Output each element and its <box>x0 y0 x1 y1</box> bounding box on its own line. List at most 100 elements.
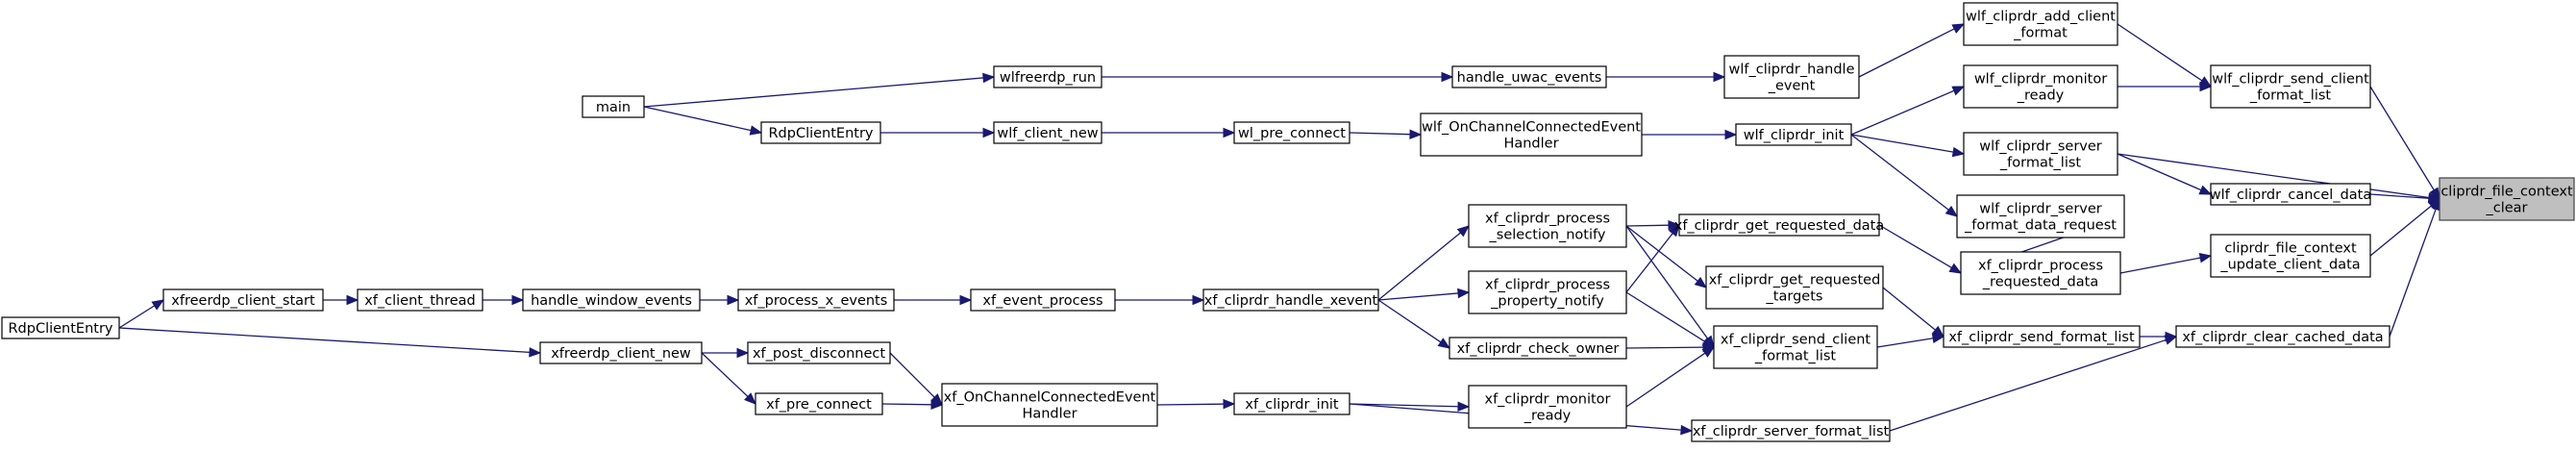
node-label: _property_notify <box>1490 294 1604 310</box>
node-wlfreerdp-run[interactable]: wlfreerdp_run <box>993 65 1102 88</box>
node-box[interactable] <box>1468 270 1627 314</box>
edge-arrowhead <box>982 127 996 138</box>
node-label: wlf_cliprdr_monitor <box>1974 72 2107 88</box>
node-xfreerdp-client-new[interactable]: xfreerdp_client_new <box>539 341 703 364</box>
node-box[interactable] <box>162 288 324 312</box>
node-box[interactable] <box>2210 183 2371 206</box>
node-xf-client-thread[interactable]: xf_client_thread <box>357 288 483 312</box>
node-rdp-entry-xf[interactable]: RdpClientEntry <box>1 316 120 339</box>
node-box[interactable] <box>1705 265 1884 310</box>
node-xf-sel-notify[interactable]: xf_cliprdr_process_selection_notify <box>1468 204 1627 248</box>
node-box[interactable] <box>1233 392 1350 415</box>
node-xf-server-fmt[interactable]: xf_cliprdr_server_format_list <box>1691 419 1891 442</box>
node-box[interactable] <box>2210 64 2371 109</box>
node-xf-send-client-fmt[interactable]: xf_cliprdr_send_client_format_list <box>1713 325 1878 369</box>
edge-xf_sel_notify-to-xf_get_req <box>1625 219 1681 231</box>
node-xf-clear-cached[interactable]: xf_cliprdr_clear_cached_data <box>2175 325 2390 348</box>
node-box[interactable] <box>2175 325 2390 348</box>
node-xf-handle-xevent[interactable]: xf_cliprdr_handle_xevent <box>1202 288 1379 312</box>
node-box[interactable] <box>760 121 881 144</box>
node-wlf-client-new[interactable]: wlf_client_new <box>993 121 1102 144</box>
node-box[interactable] <box>1943 325 2141 348</box>
node-box[interactable] <box>1963 2 2118 46</box>
node-box[interactable] <box>941 383 1158 427</box>
node-box[interactable] <box>1233 121 1350 144</box>
node-xf-pre-connect[interactable]: xf_pre_connect <box>755 392 883 415</box>
node-box[interactable] <box>1735 123 1852 146</box>
node-box[interactable] <box>2439 177 2575 221</box>
node-xf-prop-notify[interactable]: xf_cliprdr_process_property_notify <box>1468 270 1627 314</box>
node-box[interactable] <box>582 95 645 118</box>
edge-arrowhead <box>1223 127 1236 138</box>
node-box[interactable] <box>1449 337 1627 360</box>
node-xf-process-x[interactable]: xf_process_x_events <box>737 288 895 312</box>
node-box[interactable] <box>1963 64 2118 109</box>
node-box[interactable] <box>993 65 1102 88</box>
edge-arrowhead <box>736 347 750 359</box>
edge-arrowhead <box>151 299 165 311</box>
node-handle-uwac[interactable]: handle_uwac_events <box>1451 65 1607 88</box>
node-box[interactable] <box>1420 113 1643 157</box>
node-box[interactable] <box>1723 55 1860 99</box>
node-xf-get-req[interactable]: xf_cliprdr_get_requested_data <box>1674 213 1885 237</box>
node-xf-monitor-ready[interactable]: xf_cliprdr_monitor_ready <box>1468 385 1627 429</box>
node-wl-pre-connect[interactable]: wl_pre_connect <box>1233 121 1350 144</box>
node-box[interactable] <box>357 288 483 312</box>
node-root[interactable]: cliprdr_file_context_clear <box>2439 177 2575 221</box>
node-rdp-entry-wl[interactable]: RdpClientEntry <box>760 121 881 144</box>
node-label: _requested_data <box>1982 275 2098 290</box>
node-box[interactable] <box>1678 213 1880 237</box>
node-label: xf_cliprdr_clear_cached_data <box>2182 330 2383 345</box>
node-box[interactable] <box>1468 204 1627 248</box>
node-wlf-server-fmt[interactable]: wlf_cliprdr_server_format_list <box>1963 132 2118 176</box>
node-wlf-send-client-fmt[interactable]: wlf_cliprdr_send_client_format_list <box>2210 64 2371 109</box>
edge-arrowhead <box>1951 86 1966 96</box>
node-xf-send-fmt[interactable]: xf_cliprdr_send_format_list <box>1943 325 2141 348</box>
edge-xf_monitor_ready-to-xf_send_client_fmt <box>1625 346 1716 408</box>
node-box[interactable] <box>1 316 120 339</box>
node-wlf-init[interactable]: wlf_cliprdr_init <box>1735 123 1852 146</box>
node-box[interactable] <box>522 288 701 312</box>
node-xf-process-req[interactable]: xf_cliprdr_process_requested_data <box>1960 251 2121 295</box>
node-wlf-add-client-fmt[interactable]: wlf_cliprdr_add_client_format <box>1963 2 2118 46</box>
node-main[interactable]: main <box>582 95 645 118</box>
node-box[interactable] <box>1691 419 1891 442</box>
edge-arrowhead <box>1409 129 1423 139</box>
node-box[interactable] <box>1956 194 2125 238</box>
node-handle-window[interactable]: handle_window_events <box>522 288 701 312</box>
node-wlf-handle-event[interactable]: wlf_cliprdr_handle_event <box>1723 55 1860 99</box>
node-box[interactable] <box>1713 325 1878 369</box>
node-xfreerdp-client-start[interactable]: xfreerdp_client_start <box>162 288 324 312</box>
edge-arrowhead <box>1724 129 1738 140</box>
node-xf-cliprdr-init[interactable]: xf_cliprdr_init <box>1233 392 1350 415</box>
node-wlf-monitor-ready[interactable]: wlf_cliprdr_monitor_ready <box>1963 64 2118 109</box>
node-xf-event-process[interactable]: xf_event_process <box>970 288 1116 312</box>
node-box[interactable] <box>2210 234 2371 278</box>
node-box[interactable] <box>1451 65 1607 88</box>
node-box[interactable] <box>737 288 895 312</box>
node-box[interactable] <box>1468 385 1627 429</box>
node-wlf-cancel-data[interactable]: wlf_cliprdr_cancel_data <box>2210 183 2371 206</box>
node-box[interactable] <box>1960 251 2121 295</box>
node-label: _format_data_request <box>1964 218 2117 234</box>
edge-arrowhead <box>1441 71 1454 83</box>
node-box[interactable] <box>993 121 1102 144</box>
node-xf-post-disc[interactable]: xf_post_disconnect <box>747 341 891 364</box>
edge-wlf_server_fmt-to-wlf_cancel_data <box>2117 153 2213 195</box>
node-update-client-data[interactable]: cliprdr_file_context_update_client_data <box>2210 234 2371 278</box>
node-box[interactable] <box>970 288 1116 312</box>
node-box[interactable] <box>1202 288 1379 312</box>
node-box[interactable] <box>539 341 703 364</box>
node-wlf-server-fmt-req[interactable]: wlf_cliprdr_server_format_data_request <box>1956 194 2125 238</box>
node-box[interactable] <box>747 341 891 364</box>
edge-line <box>2389 209 2437 338</box>
node-box[interactable] <box>1963 132 2118 176</box>
node-label: handle_window_events <box>531 293 692 309</box>
node-xf-check-owner[interactable]: xf_cliprdr_check_owner <box>1449 337 1627 360</box>
edge-line <box>1156 403 1225 406</box>
node-box[interactable] <box>755 392 883 415</box>
node-xf-get-req-targets[interactable]: xf_cliprdr_get_requested_targets <box>1705 265 1884 310</box>
